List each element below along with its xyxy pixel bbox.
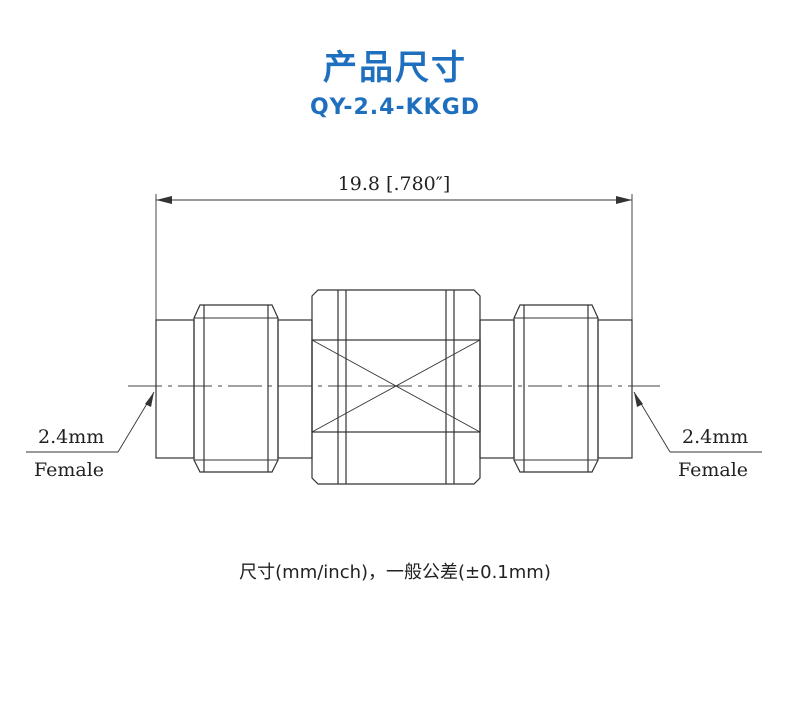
overall-length-label: 19.8 [.780″]: [338, 173, 451, 195]
left-port-body: [155, 304, 313, 473]
page-title: 产品尺寸: [323, 48, 467, 88]
right-port-callout: 2.4mm Female: [633, 391, 762, 481]
left-port-gender: Female: [34, 459, 104, 481]
model-number: QY-2.4-KKGD: [309, 95, 481, 120]
center-body: [311, 289, 481, 485]
left-port-callout: 2.4mm Female: [26, 391, 155, 481]
right-port-gender: Female: [678, 459, 748, 481]
overall-length-dimension: 19.8 [.780″]: [155, 173, 633, 320]
left-port-size: 2.4mm: [38, 426, 104, 448]
tolerance-note: 尺寸(mm/inch)，一般公差(±0.1mm): [239, 562, 551, 583]
right-port-body: [479, 304, 633, 473]
right-port-size: 2.4mm: [682, 426, 748, 448]
